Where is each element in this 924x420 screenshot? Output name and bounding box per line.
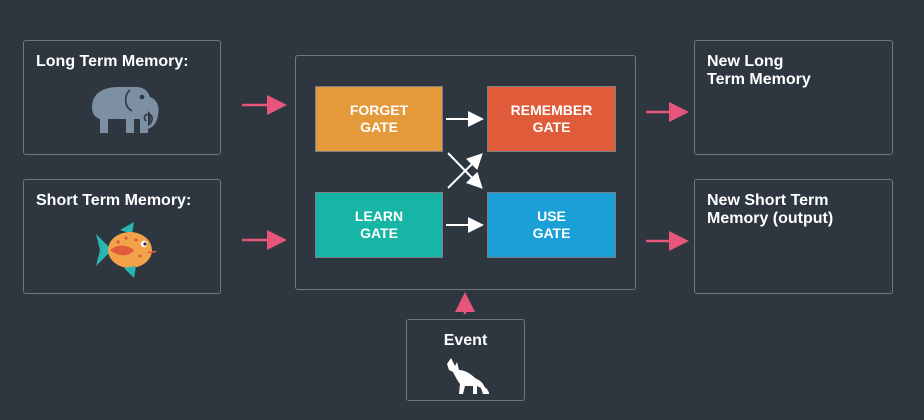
howling-wolf-icon [447,358,489,394]
new-long-term-memory-title: New Long Term Memory [707,53,811,88]
long-term-memory-panel: Long Term Memory: [23,40,221,155]
use-gate: USE GATE [487,192,616,258]
new-short-term-memory-panel: New Short Term Memory (output) [694,179,893,294]
long-term-memory-title: Long Term Memory: [36,53,189,70]
new-long-term-memory-panel: New Long Term Memory [694,40,893,155]
fish-icon [96,222,157,278]
forget-gate: FORGET GATE [315,86,443,152]
event-panel: Event [406,319,525,401]
remember-gate: REMEMBER GATE [487,86,616,152]
short-term-memory-panel: Short Term Memory: [23,179,221,294]
event-title: Event [443,332,488,349]
short-term-memory-title: Short Term Memory: [36,192,192,209]
learn-gate: LEARN GATE [315,192,443,258]
new-short-term-memory-title: New Short Term Memory (output) [707,192,834,227]
elephant-icon [92,87,159,133]
